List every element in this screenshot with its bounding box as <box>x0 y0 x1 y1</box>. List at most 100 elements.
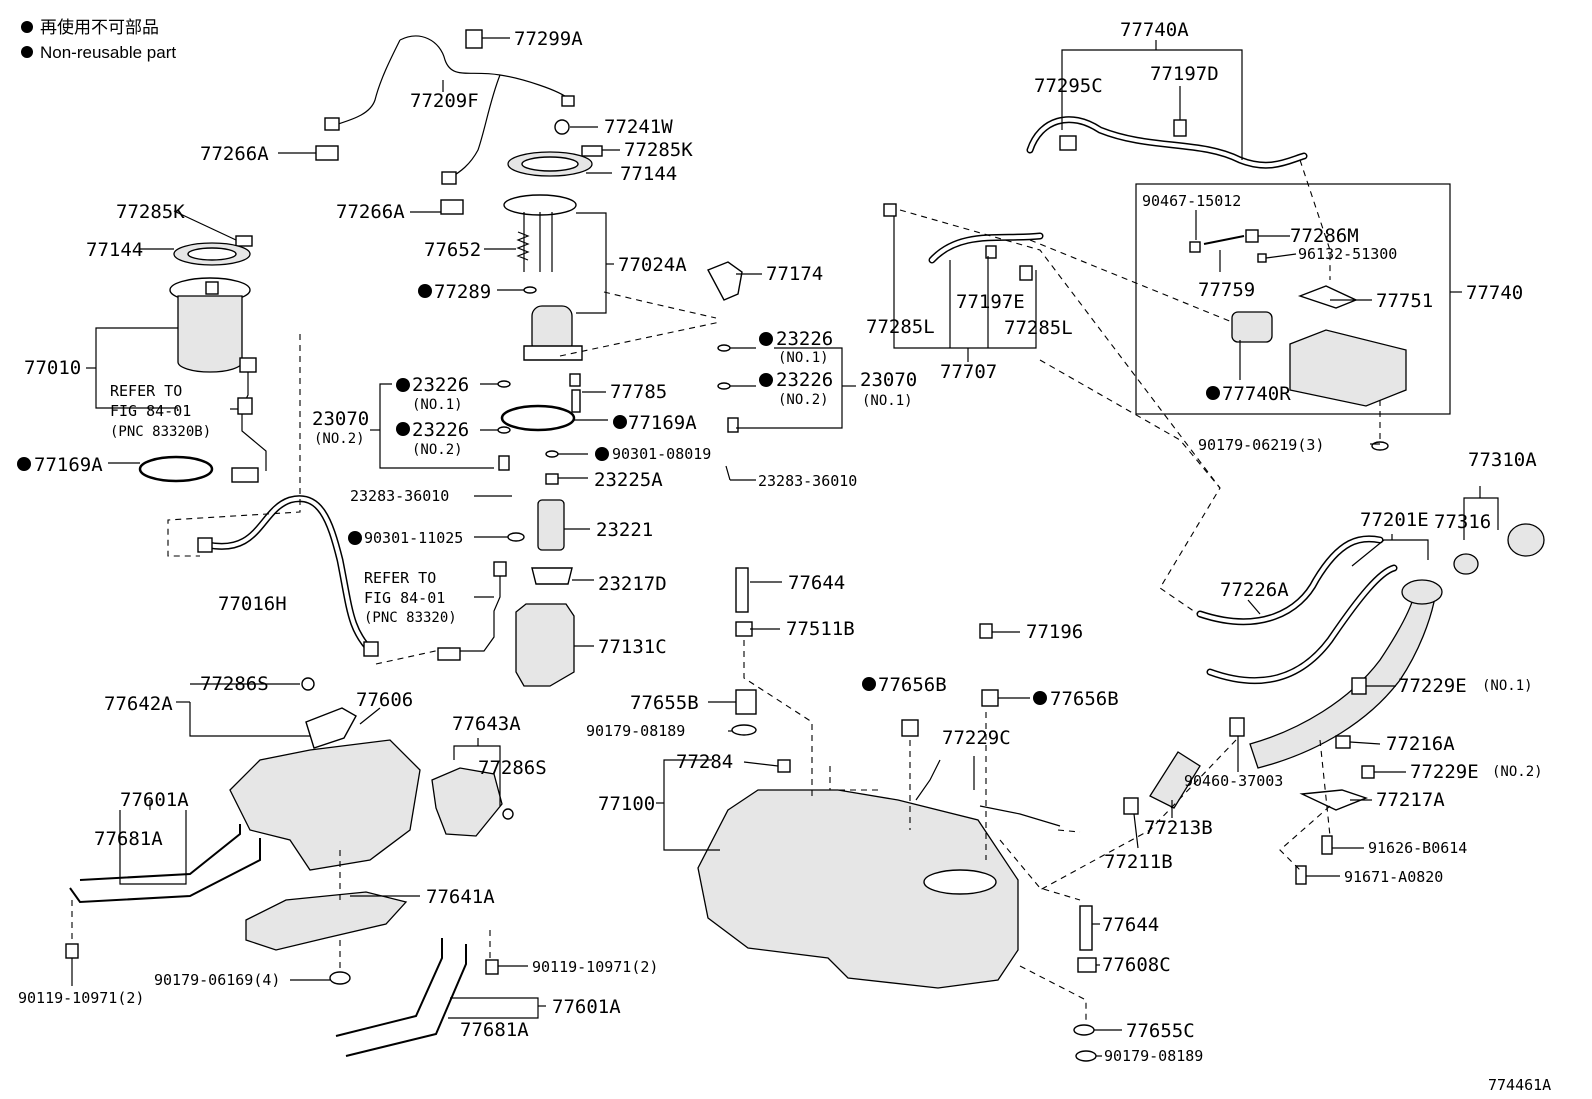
insulator-77643A <box>431 767 503 837</box>
part-label: 77144 <box>86 239 143 261</box>
part-label: 77316 <box>1434 511 1491 533</box>
non-reusable-bullets <box>17 284 1220 705</box>
part-label: 77681A <box>460 1019 529 1041</box>
part-label: 77266A <box>336 201 405 223</box>
part-label: 77196 <box>1026 621 1083 643</box>
part-label: 77211B <box>1104 851 1173 873</box>
part-label: 77010 <box>24 357 81 379</box>
part-label: 77197E <box>956 291 1025 313</box>
part-label: 77652 <box>424 239 481 261</box>
part-label: 90301-11025 <box>364 529 463 547</box>
part-label: 77229E <box>1398 675 1467 697</box>
part-label: 77707 <box>940 361 997 383</box>
part-label: 77641A <box>426 886 495 908</box>
leader-lines <box>71 37 1499 1057</box>
figure-id: 774461A <box>1488 1076 1551 1094</box>
part-label: 90119-10971(2) <box>532 958 658 976</box>
part-label: 77216A <box>1386 733 1455 755</box>
part-note: (NO.1) <box>412 397 463 413</box>
legend: 再使用不可部品 Non-reusable part <box>21 17 176 62</box>
clip-77299A <box>465 29 483 49</box>
part-label: 77644 <box>788 572 845 594</box>
part-label: 23226 <box>776 328 833 350</box>
part-label: 77197D <box>1150 63 1219 85</box>
part-label: 77131C <box>598 636 667 658</box>
bullet-icon <box>396 378 410 392</box>
part-label: 77740A <box>1120 19 1189 41</box>
part-label: 77601A <box>120 789 189 811</box>
non-reusable-bullet-icon <box>21 46 33 58</box>
connector-77266A <box>440 199 464 215</box>
bullet-icon <box>396 422 410 436</box>
fuel-pump-23221 <box>537 499 565 551</box>
part-label: 77169A <box>628 412 697 434</box>
part-label: 77229E <box>1410 761 1479 783</box>
part-label: 77655C <box>1126 1020 1195 1042</box>
part-label: 23226 <box>412 419 469 441</box>
bullet-icon <box>862 677 876 691</box>
reference-lines <box>71 159 1381 1024</box>
part-label: 77740 <box>1466 282 1523 304</box>
part-label: 77209F <box>410 90 479 112</box>
bullet-icon <box>348 531 362 545</box>
part-label: 77759 <box>1198 279 1255 301</box>
illustrations <box>65 29 1545 1062</box>
part-label: 23226 <box>776 369 833 391</box>
refer-note: (PNC 83320) <box>364 610 457 626</box>
pump-bracket-77131C <box>515 603 575 687</box>
part-label: 77286M <box>1290 225 1359 247</box>
refer-note: REFER TO <box>364 569 436 587</box>
refer-note: FIG 84-01 <box>110 402 191 420</box>
bullet-icon <box>759 332 773 346</box>
part-label: 77511B <box>786 618 855 640</box>
bullet-icon <box>759 373 773 387</box>
part-label: 77656B <box>878 674 947 696</box>
part-label: 77201E <box>1360 509 1429 531</box>
part-label: 77100 <box>598 793 655 815</box>
part-label: 77642A <box>104 693 173 715</box>
part-label: 77266A <box>200 143 269 165</box>
bullet-icon <box>613 415 627 429</box>
part-label: 23070 <box>860 369 917 391</box>
part-label: 90119-10971(2) <box>18 989 144 1007</box>
bullet-icon <box>418 284 432 298</box>
part-label: 90179-08189 <box>1104 1047 1203 1065</box>
part-label: 77606 <box>356 689 413 711</box>
part-label: 23070 <box>312 408 369 430</box>
non-reusable-bullet-icon <box>21 21 33 33</box>
part-label: 77656B <box>1050 688 1119 710</box>
part-note: (NO.1) <box>1482 678 1533 694</box>
part-label: 77285K <box>624 139 693 161</box>
part-label: 23226 <box>412 374 469 396</box>
refer-note: REFER TO <box>110 382 182 400</box>
bullet-icon <box>595 447 609 461</box>
part-note: (NO.1) <box>778 350 829 366</box>
part-label: 90301-08019 <box>612 445 711 463</box>
part-label: 23217D <box>598 573 667 595</box>
canister-77740 <box>1289 329 1407 407</box>
part-label: 77217A <box>1376 789 1445 811</box>
part-label: 77299A <box>514 28 583 50</box>
bullet-icon <box>1206 386 1220 400</box>
part-label: 77226A <box>1220 579 1289 601</box>
part-label: 77286S <box>478 757 547 779</box>
part-note: (NO.2) <box>314 431 365 447</box>
part-label: 77310A <box>1468 449 1537 471</box>
part-label: 77655B <box>630 692 699 714</box>
legend-jp: 再使用不可部品 <box>40 17 159 37</box>
part-label: 77169A <box>34 454 103 476</box>
refer-note: (PNC 83320B) <box>110 424 211 440</box>
part-label: 91671-A0820 <box>1344 868 1443 886</box>
part-label: 77285L <box>1004 317 1073 339</box>
part-label: 77644 <box>1102 914 1159 936</box>
part-label: 77174 <box>766 263 823 285</box>
part-label: 23283-36010 <box>350 487 449 505</box>
part-label: 77024A <box>618 254 687 276</box>
part-label: 77740R <box>1222 383 1291 405</box>
fuel-tank-77100 <box>697 789 1019 989</box>
part-label: 77286S <box>200 673 269 695</box>
bullet-icon <box>1033 691 1047 705</box>
part-label: 77751 <box>1376 290 1433 312</box>
legend-en: Non-reusable part <box>40 43 176 62</box>
